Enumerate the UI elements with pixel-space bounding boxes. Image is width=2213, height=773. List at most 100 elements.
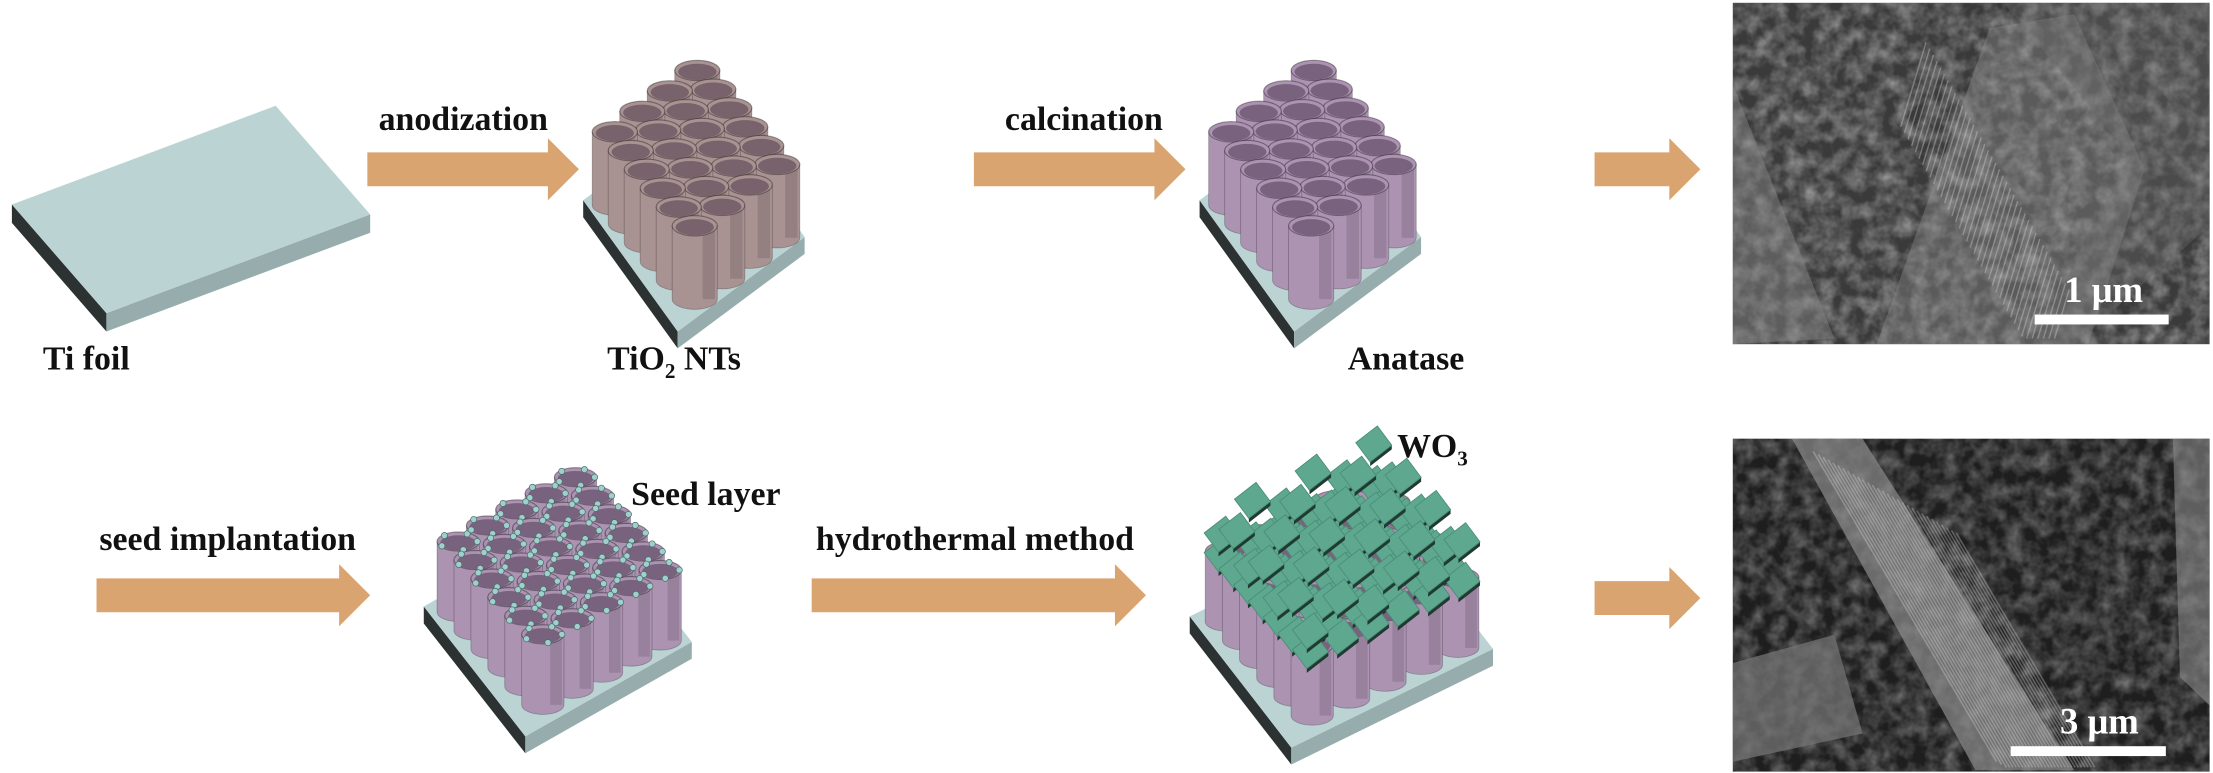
sem-plate-streak bbox=[1891, 496, 2053, 768]
tube-opening bbox=[532, 540, 569, 556]
tube-opening bbox=[675, 219, 714, 236]
seed-particle bbox=[606, 591, 614, 599]
scale-label-bottom: 3 μm bbox=[2060, 701, 2139, 742]
seed-particle bbox=[596, 558, 604, 566]
sem-nanotube-streak bbox=[1965, 156, 1993, 242]
seed-particle bbox=[474, 569, 482, 577]
tube-opening bbox=[595, 125, 634, 142]
tube-shade bbox=[757, 184, 771, 259]
sem-plate-streak bbox=[1851, 473, 2027, 768]
seed-particle bbox=[497, 567, 505, 575]
plate-face bbox=[1382, 550, 1420, 588]
plate-edge bbox=[1323, 535, 1345, 557]
tube-shade bbox=[1319, 225, 1332, 300]
tube-opening bbox=[1267, 84, 1306, 101]
tube-opening bbox=[579, 542, 615, 559]
plate-edge bbox=[1307, 566, 1330, 588]
tube-shade bbox=[550, 634, 562, 705]
seed-particle bbox=[558, 467, 566, 475]
wo3-nanoplate bbox=[1294, 453, 1332, 495]
seed-particle bbox=[547, 566, 555, 573]
sem-plate-streak bbox=[1911, 507, 2067, 768]
sem-nanotube-streak bbox=[2048, 283, 2067, 339]
seed-particle bbox=[562, 521, 570, 528]
plate-edge bbox=[1397, 609, 1420, 631]
seed-particle bbox=[489, 598, 497, 606]
wo3-nanoplate bbox=[1233, 481, 1272, 523]
tube-opening bbox=[469, 519, 506, 535]
seed-particle bbox=[597, 484, 605, 492]
seed-particle bbox=[631, 521, 639, 529]
sem-texture bbox=[1812, 450, 2096, 768]
tube-opening bbox=[1255, 123, 1294, 140]
sem-nanotube-streak bbox=[1910, 61, 1938, 147]
tube-opening bbox=[730, 178, 769, 195]
tube-opening bbox=[549, 558, 586, 575]
seed-particle bbox=[533, 537, 541, 545]
tube-opening bbox=[498, 503, 535, 519]
wo3-nanoplate bbox=[1443, 561, 1481, 603]
tube-shade bbox=[1401, 164, 1414, 238]
sem-region bbox=[2003, 2, 2210, 345]
sem-region bbox=[1792, 438, 2075, 771]
wo3-nanoplate bbox=[1414, 489, 1452, 531]
plate-edge bbox=[1397, 570, 1420, 592]
tube-opening bbox=[612, 579, 649, 596]
sem-plate-streak bbox=[1817, 453, 2003, 765]
sem-nanotube-streak bbox=[2010, 232, 2037, 318]
seed-particle bbox=[603, 607, 611, 614]
sem-nanotube-streak bbox=[1984, 188, 2012, 274]
wo3-nanoplate bbox=[1218, 511, 1256, 553]
tube-rim bbox=[674, 59, 721, 82]
tube-opening bbox=[537, 593, 574, 609]
wo3-nanoplate bbox=[1278, 483, 1317, 525]
seed-particle bbox=[535, 600, 543, 608]
seed-particle bbox=[632, 590, 640, 598]
plate-edge bbox=[1337, 598, 1359, 620]
plate-face bbox=[1368, 487, 1407, 525]
wo3-nanoplate bbox=[1291, 612, 1329, 654]
sem-plate-streak bbox=[1935, 521, 2083, 768]
tube-opening bbox=[642, 563, 679, 580]
sem-region bbox=[1732, 84, 1835, 345]
plate-edge bbox=[1354, 475, 1377, 497]
tube-shade bbox=[1355, 628, 1368, 699]
wo3-text: WO bbox=[1397, 428, 1457, 465]
arrow-label-seed-implantation: seed implantation bbox=[99, 521, 356, 558]
sem-plate-streak bbox=[1861, 479, 2034, 768]
tube-opening bbox=[694, 82, 733, 99]
tube-opening bbox=[566, 577, 603, 593]
plate-face bbox=[1292, 546, 1330, 584]
seed-particle bbox=[526, 551, 534, 559]
wo3-nanoplate bbox=[1382, 550, 1420, 592]
seed-particle bbox=[548, 623, 556, 631]
seed-particle bbox=[640, 571, 648, 578]
seed-particle bbox=[570, 596, 578, 604]
seed-particle bbox=[551, 482, 559, 490]
seed-particle bbox=[641, 529, 649, 537]
plate-face bbox=[1443, 561, 1481, 599]
scale-bar-top bbox=[2034, 314, 2169, 325]
seed-particle bbox=[612, 545, 620, 553]
tube-opening bbox=[1283, 102, 1322, 120]
seed-particle bbox=[602, 537, 610, 545]
seed-particle bbox=[572, 496, 580, 504]
seed-particle bbox=[526, 494, 534, 502]
seed-particle bbox=[581, 603, 589, 611]
plate-edge bbox=[1413, 539, 1435, 561]
plate-edge bbox=[1428, 595, 1450, 617]
tube-opening bbox=[1319, 198, 1358, 215]
plate-edge bbox=[1368, 537, 1390, 559]
tube-rim bbox=[1263, 80, 1310, 102]
plate-face bbox=[1263, 514, 1301, 552]
label-anatase: Anatase bbox=[1348, 341, 1465, 378]
seed-particle bbox=[457, 550, 465, 558]
plate-face bbox=[1353, 518, 1391, 556]
sem-nanotube-streak bbox=[1962, 150, 1990, 236]
substrate-left-side bbox=[1189, 616, 1292, 765]
tube-opening bbox=[714, 159, 753, 176]
sem-plate-streak bbox=[1921, 513, 2073, 768]
seed-particle bbox=[550, 555, 558, 563]
tube-opening bbox=[1271, 142, 1310, 159]
sem-nanotube-streak bbox=[1999, 213, 2026, 299]
